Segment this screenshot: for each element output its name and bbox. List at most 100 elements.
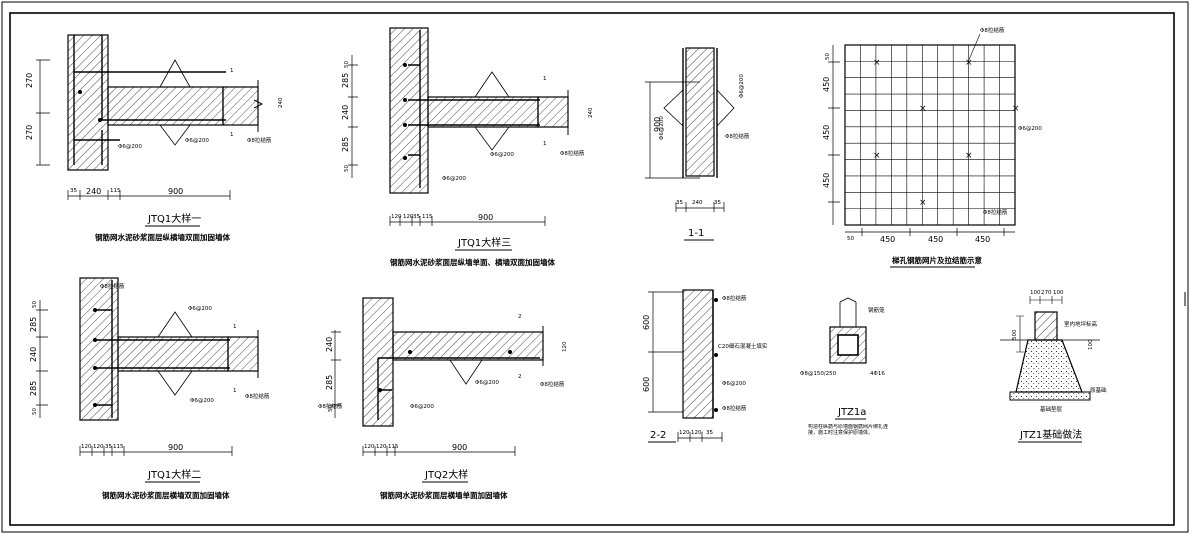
- tie-bolt: [714, 408, 718, 412]
- tie-bolt: [378, 388, 382, 392]
- dim-v-2: 285: [29, 317, 38, 332]
- label-thk: 120: [562, 341, 568, 352]
- detail-caption: 钢筋网水泥砂浆面层横墙双面加固墙体: [102, 490, 230, 500]
- detail-jtq1-1: 270 270 35 240 115 900 Φ6@200 Φ6@200 Φ8拉…: [25, 34, 284, 242]
- footing: [1015, 339, 1083, 393]
- section-mark: 1: [230, 68, 234, 74]
- tie-bolt: [93, 338, 97, 342]
- dim-top-2: 270: [1041, 290, 1052, 296]
- dim-v-4: 285: [29, 381, 38, 396]
- label-tag: 钢筋笼: [868, 306, 885, 314]
- dim-top-3: 100: [1053, 290, 1064, 296]
- label-tie: Φ8拉结筋: [560, 149, 585, 157]
- dim-lines: [1016, 296, 1063, 353]
- tie-bolt: [93, 366, 97, 370]
- dim-v-5: 50: [32, 408, 38, 415]
- section-mark: 1: [543, 141, 547, 147]
- dim-v-1: 600: [642, 315, 651, 330]
- dim-h-1: 120: [364, 444, 375, 450]
- dim-v-1: 50: [32, 301, 38, 308]
- tie-point-marker: ×: [873, 151, 881, 161]
- note-a: 室内地坪标高: [1064, 320, 1098, 328]
- section-mark: 1: [233, 324, 237, 330]
- label-rebar-a: Φ6@200: [188, 306, 212, 312]
- foundation-jtz1: 100 270 100 500 100 室内地坪标高 原基础 基础垫层 JTZ1…: [1000, 290, 1107, 443]
- detail-caption: 钢筋网水泥砂浆面层纵横墙双面加固墙体: [95, 232, 230, 242]
- col-shaft: [1034, 311, 1058, 341]
- label-rebar-a: Φ8@150/250: [800, 371, 837, 377]
- dim-h-3: 35: [706, 430, 713, 436]
- label-tie: Φ8拉结筋: [725, 132, 750, 140]
- dim-v-2: 600: [642, 377, 651, 392]
- grid-dim-h-1: 50: [847, 236, 854, 242]
- grid-dim-v-2: 450: [822, 77, 831, 92]
- anchor-bars: [663, 89, 735, 127]
- column-note: 构造柱纵筋与原墙面钢筋网片绑扎连接，施工时注意保护原墙体。: [808, 424, 889, 436]
- tie-bolt: [714, 298, 718, 302]
- dim-h-3: 35: [714, 200, 721, 206]
- tie-point-marker: ×: [873, 58, 881, 68]
- dim-v-3: 240: [29, 347, 38, 362]
- section-mark: 2: [518, 374, 522, 380]
- tie-bolt: [93, 403, 97, 407]
- dim-v-2: 285: [341, 73, 350, 88]
- anchor-bars: [157, 311, 193, 396]
- label-rebar-b: Φ6@200: [490, 152, 514, 158]
- dim-h-2: 120: [403, 214, 414, 220]
- grid-dim-h-3: 450: [928, 235, 943, 244]
- dim-h-2: 120: [691, 430, 702, 436]
- label-rebar-a: Φ6@200: [739, 74, 745, 98]
- tie-point-marker: ×: [1012, 104, 1020, 114]
- tie-bolt: [93, 308, 97, 312]
- label-rebar-b: Φ6@200: [659, 116, 665, 140]
- dim-h-3: 35: [413, 214, 420, 220]
- column-title: JTZ1a: [837, 407, 866, 418]
- dim-v-1: 270: [25, 73, 34, 88]
- dim-h-4: 900: [452, 443, 467, 452]
- label-tie: Φ8拉结筋: [980, 26, 1005, 34]
- grid-dim-h-4: 450: [975, 235, 990, 244]
- tie-bolt: [403, 123, 407, 127]
- detail-title: JTQ1大样三: [457, 236, 511, 249]
- section-mark: 1: [543, 76, 547, 82]
- label-note: C20细石混凝土填实: [718, 342, 768, 350]
- dim-h-1: 35: [676, 200, 683, 206]
- label-rebar-b: Φ6@200: [185, 138, 209, 144]
- dim-h-3: 115: [110, 188, 121, 194]
- dim-h-1: 35: [70, 188, 77, 194]
- label-tie-b: Φ8拉结筋: [245, 392, 270, 400]
- label-rebar: Φ6@200: [722, 381, 746, 387]
- note-c: 基础垫层: [1040, 405, 1063, 413]
- section-mark: 1: [230, 132, 234, 138]
- dim-top-1: 100: [1030, 290, 1041, 296]
- tie-bolt: [78, 90, 82, 94]
- label-rebar-b: Φ6@200: [190, 398, 214, 404]
- label-tie-b: Φ8拉结筋: [722, 404, 747, 412]
- wall-horizontal: [117, 336, 229, 372]
- tie-point-marker: ×: [965, 58, 973, 68]
- label-thk: 240: [588, 107, 594, 118]
- detail-jtq1-2: 50 285 240 285 50 120 120 35 115 900 Φ8拉…: [29, 277, 270, 500]
- dim-v-2: 270: [25, 125, 34, 140]
- dim-h-1: 120: [679, 430, 690, 436]
- section-2-2: 600 600 120 120 35 Φ8拉结筋 C20细石混凝土填实 Φ6@2…: [642, 289, 768, 443]
- section-title: 1-1: [688, 228, 704, 239]
- foundation-title: JTZ1基础做法: [1019, 428, 1082, 441]
- anchor-bars: [159, 59, 191, 146]
- label-rebar-a: Φ6@200: [118, 144, 142, 150]
- section-mark: 2: [518, 314, 522, 320]
- label-rebar-a: Φ6@200: [442, 176, 466, 182]
- wall-stub: [227, 336, 259, 372]
- grid-dim-v-1: 50: [825, 53, 831, 60]
- tie-point-marker: ×: [965, 151, 973, 161]
- column-jtz1a: 钢筋笼 Φ8@150/250 4Φ16 JTZ1a 构造柱纵筋与原墙面钢筋网片绑…: [800, 297, 889, 436]
- label-tie: Φ8拉结筋: [318, 402, 343, 410]
- dim-h-4: 900: [168, 187, 183, 196]
- dim-v-1: 500: [1012, 329, 1018, 340]
- section-mark: 1: [233, 388, 237, 394]
- tie-bolt: [508, 350, 512, 354]
- break-zigzag: [253, 99, 264, 109]
- dim-v-3: 240: [341, 105, 350, 120]
